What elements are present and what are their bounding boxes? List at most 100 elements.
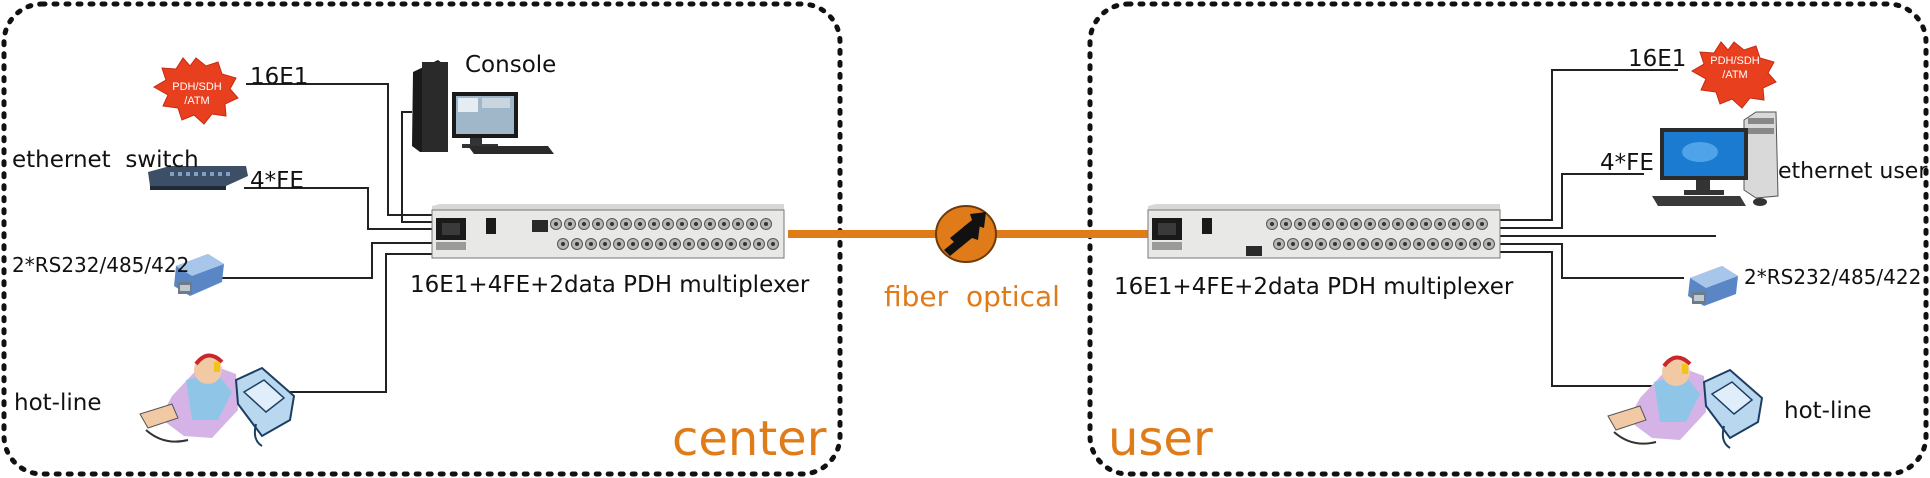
center-bnc-pin — [708, 222, 712, 226]
user-pdh-badge-line2: /ATM — [1722, 69, 1747, 81]
center-bnc-pin — [722, 222, 726, 226]
center-bnc-pin — [596, 222, 600, 226]
fiber-optical-label: fiber optical — [884, 280, 1060, 313]
user-bnc-pin — [1480, 222, 1484, 226]
center-zone-label: center — [672, 411, 827, 467]
user-mux-label: 16E1+4FE+2data PDH multiplexer — [1114, 274, 1514, 300]
fiber-coupler-icon — [935, 205, 997, 263]
user-bnc-pin — [1354, 222, 1358, 226]
console-label: Console — [465, 52, 556, 78]
center-bnc-pin — [575, 242, 579, 246]
center-fe-label: 4*FE — [250, 168, 304, 194]
user-bnc-connector-array — [1266, 218, 1495, 250]
user-bnc-pin — [1291, 242, 1295, 246]
center-bnc-pin — [736, 222, 740, 226]
center-bnc-pin — [687, 242, 691, 246]
console-computer-icon — [412, 60, 554, 154]
user-bnc-pin — [1389, 242, 1393, 246]
user-bnc-pin — [1403, 242, 1407, 246]
ethernet-user-computer-icon — [1652, 111, 1779, 206]
user-bnc-pin — [1319, 242, 1323, 246]
center-bnc-pin — [666, 222, 670, 226]
user-pdh-badge-line1: PDH/SDH — [1710, 55, 1760, 67]
center-pdh-badge: PDH/SDH /ATM — [153, 57, 239, 125]
center-bnc-pin — [589, 242, 593, 246]
center-bnc-pin — [743, 242, 747, 246]
user-bnc-pin — [1312, 222, 1316, 226]
user-hotline-label: hot-line — [1784, 398, 1871, 424]
center-bnc-pin — [582, 222, 586, 226]
center-bnc-pin — [631, 242, 635, 246]
center-bnc-pin — [701, 242, 705, 246]
user-bnc-pin — [1368, 222, 1372, 226]
user-e1-label: 16E1 — [1628, 46, 1686, 72]
user-rs232-converter-icon — [1688, 266, 1738, 306]
ethernet-user-label: ethernet user — [1778, 159, 1928, 184]
user-bnc-pin — [1277, 242, 1281, 246]
user-bnc-pin — [1305, 242, 1309, 246]
center-e1-label: 16E1 — [250, 64, 308, 90]
user-bnc-pin — [1417, 242, 1421, 246]
user-bnc-pin — [1410, 222, 1414, 226]
user-bnc-pin — [1396, 222, 1400, 226]
user-zone-box — [1087, 1, 1929, 477]
center-bnc-pin — [554, 222, 558, 226]
user-hotline-operator-icon — [1607, 355, 1706, 445]
user-bnc-pin — [1473, 242, 1477, 246]
user-bnc-pin — [1431, 242, 1435, 246]
center-bnc-pin — [715, 242, 719, 246]
user-bnc-pin — [1459, 242, 1463, 246]
center-mux-label: 16E1+4FE+2data PDH multiplexer — [410, 272, 810, 298]
center-zone-box — [1, 1, 843, 477]
center-bnc-pin — [659, 242, 663, 246]
user-hotline-telephone-icon — [1702, 368, 1764, 449]
ethernet-switch-icon — [148, 166, 248, 190]
user-bnc-pin — [1340, 222, 1344, 226]
user-bnc-pin — [1438, 222, 1442, 226]
center-bnc-pin — [652, 222, 656, 226]
user-fe-label: 4*FE — [1600, 150, 1654, 176]
user-bnc-pin — [1424, 222, 1428, 226]
center-bnc-pin — [673, 242, 677, 246]
center-connection-lines — [222, 83, 432, 393]
center-bnc-pin — [610, 222, 614, 226]
user-bnc-pin — [1284, 222, 1288, 226]
user-bnc-pin — [1361, 242, 1365, 246]
user-multiplexer-device — [1147, 204, 1501, 259]
user-bnc-pin — [1382, 222, 1386, 226]
center-bnc-pin — [638, 222, 642, 226]
user-bnc-pin — [1452, 222, 1456, 226]
center-bnc-pin — [645, 242, 649, 246]
user-bnc-pin — [1270, 222, 1274, 226]
center-bnc-pin — [764, 222, 768, 226]
user-bnc-pin — [1347, 242, 1351, 246]
center-pdh-badge-line2: /ATM — [184, 95, 209, 107]
center-rs-label: 2*RS232/485/422 — [12, 253, 189, 277]
user-bnc-pin — [1298, 222, 1302, 226]
center-hotline-telephone-icon — [234, 366, 296, 447]
center-bnc-pin — [757, 242, 761, 246]
user-connection-lines — [1500, 69, 1716, 387]
center-multiplexer-device — [431, 204, 785, 259]
center-bnc-pin — [568, 222, 572, 226]
user-bnc-pin — [1445, 242, 1449, 246]
center-bnc-pin — [771, 242, 775, 246]
user-rs-label: 2*RS232/485/422 — [1744, 265, 1921, 289]
center-hotline-operator-icon — [139, 353, 238, 443]
user-bnc-pin — [1333, 242, 1337, 246]
center-bnc-pin — [624, 222, 628, 226]
user-zone-label: user — [1108, 411, 1213, 467]
center-bnc-pin — [680, 222, 684, 226]
user-pdh-badge: PDH/SDH /ATM — [1691, 41, 1777, 109]
center-bnc-pin — [603, 242, 607, 246]
user-bnc-pin — [1487, 242, 1491, 246]
center-bnc-pin — [694, 222, 698, 226]
center-bnc-pin — [729, 242, 733, 246]
center-rs232-converter-icon — [174, 254, 224, 296]
user-bnc-pin — [1375, 242, 1379, 246]
center-bnc-pin — [617, 242, 621, 246]
user-bnc-pin — [1466, 222, 1470, 226]
user-bnc-pin — [1326, 222, 1330, 226]
ethernet-switch-label: ethernet switch — [12, 147, 199, 173]
